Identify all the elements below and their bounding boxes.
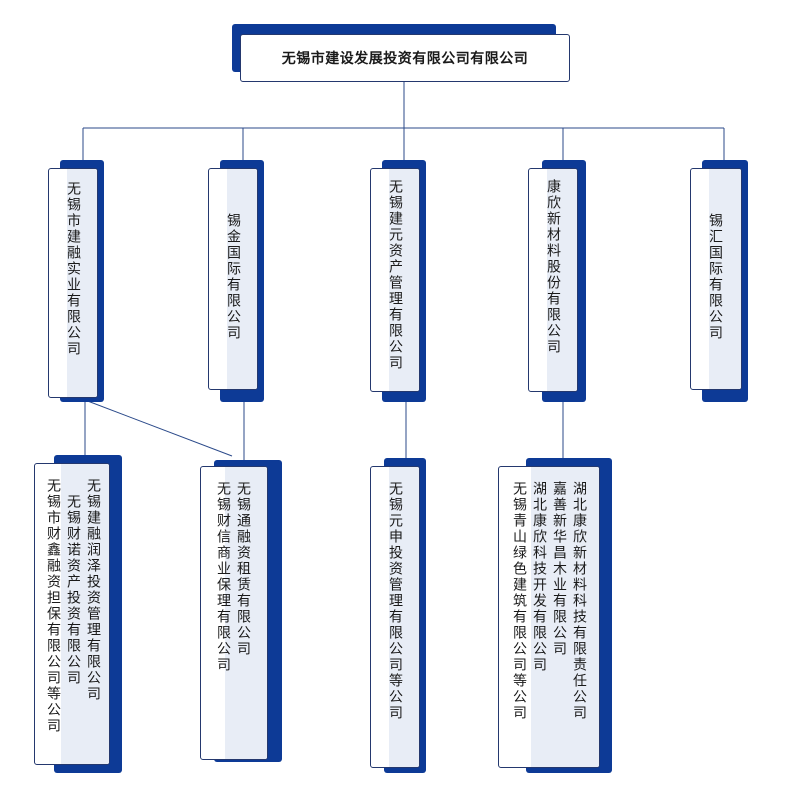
level2-line: 湖北康欣科技开发有限公司 [531,481,547,673]
level2-node-1: 无锡建融润泽投资管理有限公司 无锡财诺资产投资有限公司 无锡市财鑫融资担保有限公… [34,455,124,777]
level1-node-5: 锡汇国际有限公司 [690,160,750,405]
link-1b [84,399,233,457]
level1-label: 无锡建元资产管理有限公司 [387,179,403,371]
level2-line: 无锡财诺资产投资有限公司 [65,494,81,686]
level1-label: 无锡市建融实业有限公司 [65,181,81,357]
level2-line: 无锡建融润泽投资管理有限公司 [85,478,101,702]
level1-node-3: 无锡建元资产管理有限公司 [370,160,430,405]
level2-node-3: 无锡元申投资管理有限公司等公司 [370,458,430,776]
level2-line: 湖北康欣新材料科技有限责任公司 [571,481,587,721]
level2-line: 无锡青山绿色建筑有限公司等公司 [511,481,527,721]
level1-node-4: 康欣新材料股份有限公司 [528,160,588,405]
level2-line: 无锡元申投资管理有限公司等公司 [387,481,403,721]
level2-line: 无锡通融资租赁有限公司 [235,481,251,657]
level2-line: 嘉善新华昌木业有限公司 [551,481,567,657]
level2-line: 无锡财信商业保理有限公司 [215,481,231,673]
level1-node-1: 无锡市建融实业有限公司 [48,160,108,405]
level1-label: 康欣新材料股份有限公司 [545,179,561,355]
level2-node-4: 湖北康欣新材料科技有限责任公司 嘉善新华昌木业有限公司 湖北康欣科技开发有限公司… [498,458,616,776]
level2-line: 无锡市财鑫融资担保有限公司等公司 [45,478,61,734]
level1-node-2: 锡金国际有限公司 [208,160,268,405]
level1-label: 锡汇国际有限公司 [707,213,723,341]
root-node: 无锡市建设发展投资有限公司有限公司 [232,24,572,84]
level1-label: 锡金国际有限公司 [225,213,241,341]
root-title: 无锡市建设发展投资有限公司有限公司 [281,51,529,67]
level2-node-2: 无锡通融资租赁有限公司 无锡财信商业保理有限公司 [200,460,290,765]
